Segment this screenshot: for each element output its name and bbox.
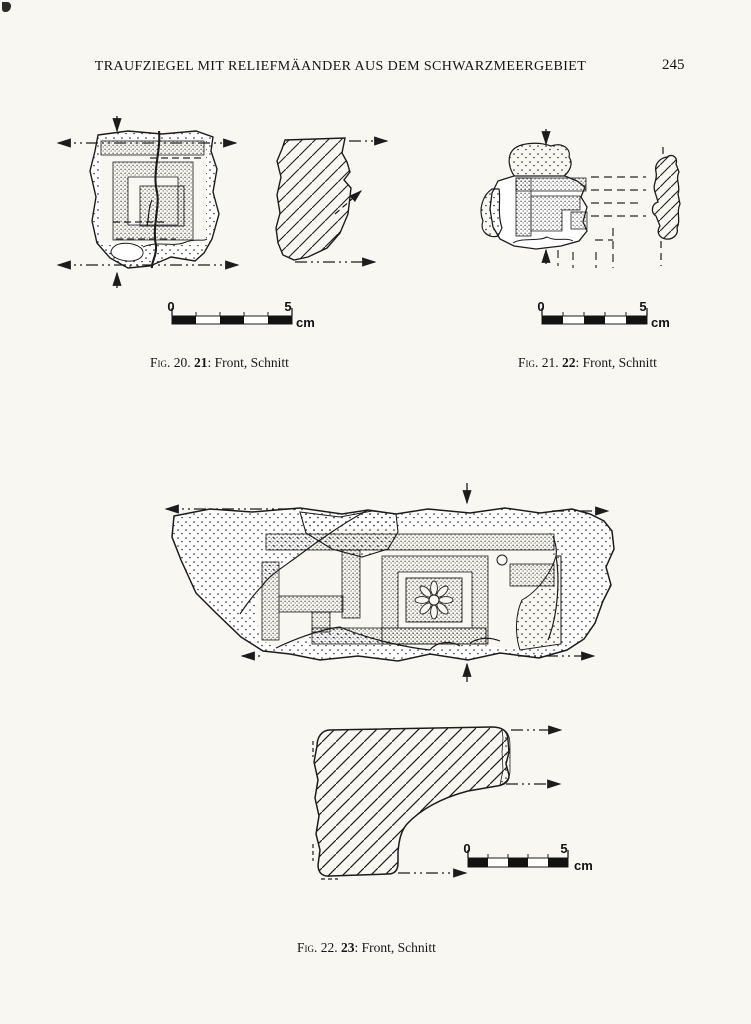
scalebar-start-label: 0 (537, 299, 544, 314)
fig22-caption-label: Fig. 22. (297, 940, 342, 955)
fig22-axis-lines (164, 483, 610, 682)
meander-hook-bands (515, 177, 588, 237)
top-broken-cap (508, 142, 572, 178)
fig20-section-view (275, 136, 389, 267)
reconstruction-dashes (557, 176, 646, 268)
fig20-caption: Fig. 20. 21: Front, Schnitt (150, 355, 289, 371)
fig20-scalebar: 0 5 cm (167, 299, 314, 330)
fig22-caption-text: : Front, Schnitt (354, 940, 436, 955)
section-profile (275, 137, 352, 261)
fig22-scalebar: 0 5 cm (463, 841, 592, 873)
fig22-section-view (312, 725, 563, 880)
fig20-caption-number: 21 (194, 355, 208, 370)
section-profile (651, 154, 681, 240)
fig21-caption-text: : Front, Schnitt (575, 355, 657, 370)
scalebar-end-label: 5 (284, 299, 291, 314)
section-axis-dashes (660, 147, 664, 266)
section-diagonal-arrow (334, 190, 362, 215)
fig22-drawing: 0 5 cm (164, 483, 615, 880)
rosette-panel (405, 577, 463, 623)
section-break-dashes (312, 741, 338, 880)
left-broken-edge (480, 188, 503, 238)
fig21-scalebar: 0 5 cm (537, 299, 669, 330)
fig21-drawing: 0 5 cm (480, 129, 681, 330)
fig20-axis-lines (56, 116, 240, 288)
fig20-caption-label: Fig. 20. (150, 355, 195, 370)
crack-lines (239, 509, 559, 651)
scan-artifact-speck (2, 2, 11, 12)
section-dashdot-arrows (398, 725, 563, 878)
fig22-caption-number: 23 (341, 940, 355, 955)
fig22-caption: Fig. 22. 23: Front, Schnitt (297, 940, 436, 956)
section-profile (313, 726, 510, 877)
scalebar-unit-label: cm (651, 315, 670, 330)
reconstruction-dashes (113, 157, 201, 240)
scalebar-start-label: 0 (167, 299, 174, 314)
scalebar-end-label: 5 (639, 299, 646, 314)
fig20-front-view (89, 130, 220, 269)
vertical-crack (150, 130, 161, 269)
page-title: TRAUFZIEGEL MIT RELIEFMÄANDER AUS DEM SC… (94, 59, 587, 74)
fig21-caption-label: Fig. 21. (518, 355, 563, 370)
bottom-spall (110, 242, 144, 262)
fragment-outline-stroke (171, 507, 615, 662)
scalebar-start-label: 0 (463, 841, 470, 856)
fig21-caption: Fig. 21. 22: Front, Schnitt (518, 355, 657, 371)
fig21-caption-number: 22 (562, 355, 576, 370)
crack-branch (146, 199, 153, 227)
fig21-section-view (651, 147, 681, 266)
bottom-lip-line (512, 236, 574, 244)
right-broken-patch (516, 555, 562, 651)
fig20-drawing: 0 5 cm (56, 116, 389, 330)
fig20-caption-text: : Front, Schnitt (207, 355, 289, 370)
small-hole-detail (496, 554, 508, 566)
scalebar-unit-label: cm (574, 858, 593, 873)
fig22-front-view (171, 507, 615, 662)
scalebar-unit-label: cm (296, 315, 315, 330)
section-right-cap (499, 728, 511, 786)
scalebar-end-label: 5 (560, 841, 567, 856)
page-number: 245 (662, 57, 685, 73)
fig21-front-view (480, 129, 646, 268)
eight-petal-rosette (414, 580, 454, 620)
fragment-outline-stroke (89, 130, 220, 269)
